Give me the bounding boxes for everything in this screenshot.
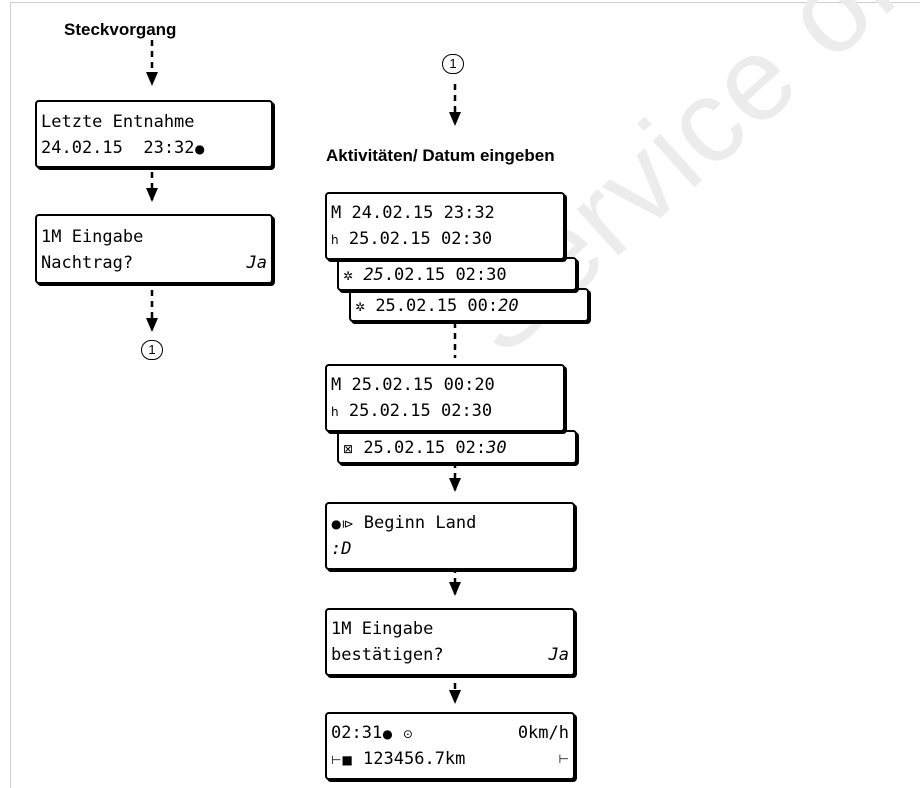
entry-text: 25.02.15 02:30: [348, 229, 493, 249]
entry-text: 25.02.15 02:30: [348, 401, 493, 421]
bed-card-icon: ⊢■: [331, 753, 353, 767]
entry-text-edit: 25: [363, 265, 384, 285]
display-line-1: 1M Eingabe: [331, 619, 434, 639]
heading-aktivitaeten: Aktivitäten/ Datum eingeben: [326, 146, 555, 165]
display-beginn-land: ●⧐ Beginn Land :D: [325, 502, 575, 570]
display-line-2: 24.02.15 23:32: [41, 138, 195, 158]
display-line-1: 1M Eingabe: [41, 227, 144, 247]
display-stack2-front: M 25.02.15 00:20 h 25.02.15 02:30: [325, 364, 565, 432]
display-answer: Ja: [246, 253, 267, 273]
connector-marker-left: 1: [141, 340, 163, 360]
display-line-1: Beginn Land: [363, 513, 477, 533]
entry-text: 25.02.15 00:20: [351, 375, 495, 395]
activity-icon-m: M: [331, 375, 342, 395]
entry-text-edit: 30: [486, 438, 507, 458]
heading-steckvorgang: Steckvorgang: [64, 20, 177, 39]
display-standard: 02:31● ⊙ 0km/h ⊢■ 123456.7km ⊢: [325, 712, 575, 780]
speed-readout: 0km/h: [517, 723, 569, 743]
display-stack1-front: M 24.02.15 23:32 h 25.02.15 02:30: [325, 192, 565, 260]
display-line-2: bestätigen?: [331, 645, 444, 665]
country-flag-icon: ●⧐: [331, 517, 354, 531]
connector-marker-right: 1: [442, 54, 464, 74]
boxed-x-icon: ⊠: [343, 442, 354, 456]
entry-text: 24.02.15 23:32: [351, 203, 495, 223]
bed-icon: ⊢: [558, 752, 569, 766]
display-letzte-entnahme: Letzte Entnahme 24.02.15 23:32●: [35, 100, 273, 168]
entry-text: 25.02.15 00:: [375, 296, 499, 316]
display-line-2: Nachtrag?: [41, 253, 134, 273]
clock-icon: ⊙: [402, 727, 413, 741]
display-stack1-layer3: ✲ 25.02.15 02:30: [337, 257, 577, 291]
display-stack1-layer4: ✲ 25.02.15 00:20: [349, 288, 589, 322]
entry-text: .02.15 02:30: [383, 265, 507, 285]
odometer-readout: 123456.7km: [363, 749, 466, 769]
display-stack2-layer3: ⊠ 25.02.15 02:30: [337, 430, 577, 464]
frame-top-border: [10, 2, 920, 3]
display-bestaetigen: 1M Eingabe bestätigen? Ja: [325, 608, 575, 676]
entry-text: 25.02.15 02:: [363, 438, 487, 458]
dot-icon: ●: [382, 727, 393, 741]
country-code: :D: [331, 539, 352, 559]
display-line-1: Letzte Entnahme: [41, 112, 195, 132]
frame-left-border: [10, 2, 11, 788]
display-nachtrag: 1M Eingabe Nachtrag? Ja: [35, 214, 273, 284]
dot-icon: ●: [194, 142, 206, 156]
display-answer: Ja: [548, 645, 569, 665]
clock-time: 02:31: [331, 723, 383, 743]
bed-icon: h: [331, 405, 339, 419]
bed-icon: h: [331, 233, 339, 247]
asterisk-icon: ✲: [355, 300, 366, 314]
activity-icon-m: M: [331, 203, 342, 223]
entry-text-edit: 20: [498, 296, 519, 316]
asterisk-icon: ✲: [343, 269, 354, 283]
